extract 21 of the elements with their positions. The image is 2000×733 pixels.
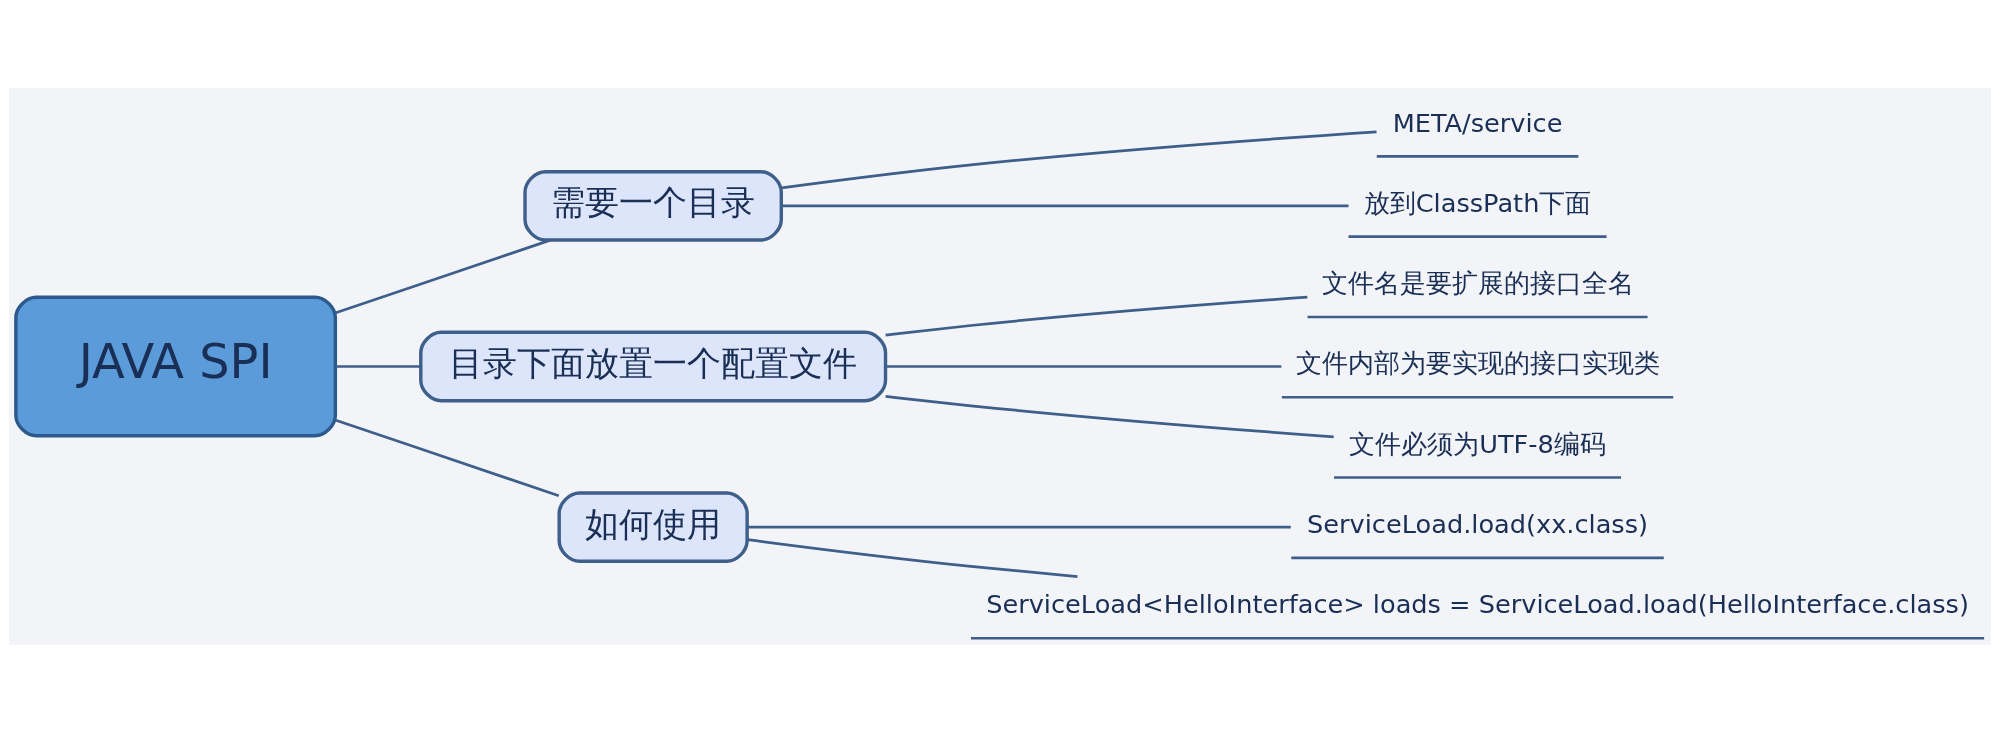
connector	[781, 204, 1349, 208]
node-text: ServiceLoad<HelloInterface> loads = ServiceLoad.load(HelloInterface.class)	[986, 589, 1969, 620]
node-text: 文件必须为UTF-8编码	[1349, 428, 1606, 459]
node-text: 文件内部为要实现的接口实现类	[1295, 348, 1660, 379]
connector	[885, 295, 1308, 337]
connector	[335, 365, 421, 368]
node-text: ServiceLoad.load(xx.class)	[1307, 509, 1649, 540]
connector	[747, 538, 1078, 578]
connector	[885, 365, 1282, 368]
node-box: 如何使用	[557, 491, 749, 563]
node-text: META/service	[1392, 107, 1563, 138]
connector	[335, 238, 551, 315]
connector	[747, 525, 1291, 529]
connector	[885, 395, 1334, 439]
node-box: JAVA SPI	[14, 295, 338, 438]
node-box: 需要一个目录	[523, 170, 783, 242]
node-text: 文件名是要扩展的接口全名	[1321, 268, 1634, 299]
node-text: 放到ClassPath下面	[1363, 187, 1592, 218]
connector	[335, 418, 560, 497]
connector	[781, 130, 1377, 190]
node-box: 目录下面放置一个配置文件	[419, 330, 888, 403]
